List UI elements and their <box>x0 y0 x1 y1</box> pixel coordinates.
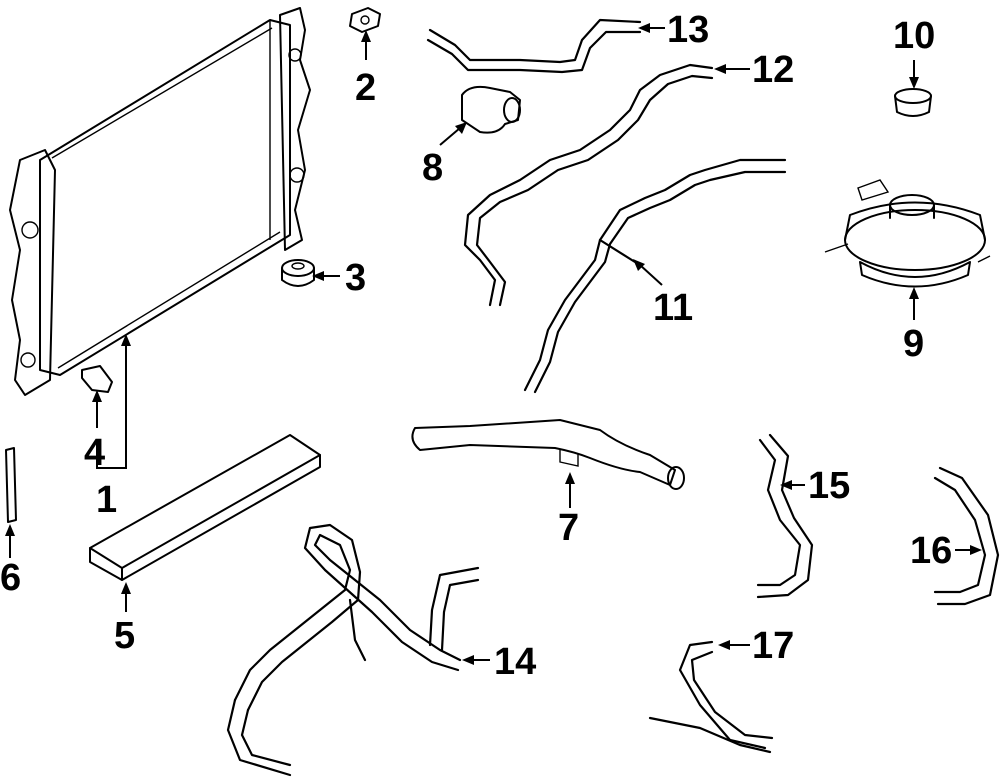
clip-part <box>81 365 113 393</box>
lower-hose-part <box>411 419 685 490</box>
overflow-hose-part <box>426 18 642 74</box>
callout-11: 11 <box>653 287 693 329</box>
callout-5: 5 <box>114 615 135 657</box>
callout-8: 8 <box>422 147 443 189</box>
bypass-hose-part <box>523 158 787 394</box>
leader-lines <box>5 23 982 665</box>
upper-isolator-part <box>349 7 381 33</box>
callout-14: 14 <box>494 641 536 683</box>
radiator-part <box>9 7 311 396</box>
callout-4: 4 <box>84 432 105 474</box>
callout-9: 9 <box>903 323 924 365</box>
upper-hose-part <box>461 85 521 134</box>
hose-16-part <box>933 466 1000 606</box>
callout-17: 17 <box>752 625 794 667</box>
callout-2: 2 <box>355 67 376 109</box>
hose-17-part <box>648 640 774 754</box>
coolant-reservoir-part <box>824 179 991 288</box>
callout-12: 12 <box>752 49 794 91</box>
callout-7: 7 <box>558 507 579 549</box>
callout-6: 6 <box>0 557 21 599</box>
callout-15: 15 <box>808 465 850 507</box>
hose-15-part <box>756 433 814 599</box>
seal-strip-part <box>5 447 17 523</box>
reservoir-cap-part <box>894 88 932 117</box>
callout-1: 1 <box>96 479 117 521</box>
callout-10: 10 <box>893 15 935 57</box>
heater-hose-assembly-part <box>226 523 480 777</box>
callout-16: 16 <box>910 530 952 572</box>
heater-hose-upper-part <box>463 63 714 307</box>
air-deflector-part <box>89 434 321 581</box>
lower-isolator-part <box>281 259 315 287</box>
callout-13: 13 <box>667 9 709 51</box>
callout-3: 3 <box>345 257 366 299</box>
